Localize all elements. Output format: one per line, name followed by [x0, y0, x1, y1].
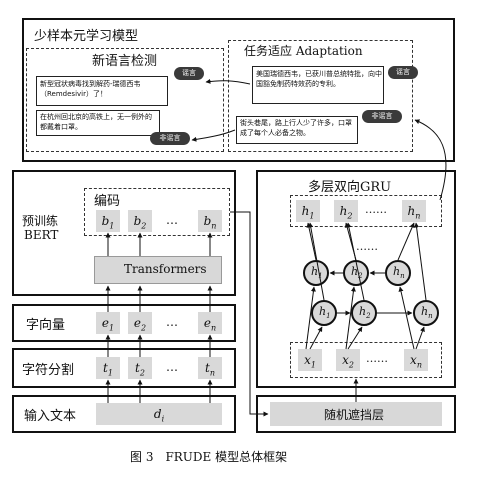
meta-learning-panel — [22, 18, 455, 162]
t-cell-n: tn — [198, 357, 222, 379]
nonrumor-badge-2: 非谣言 — [362, 110, 402, 123]
arrow-x2-b2 — [345, 286, 356, 350]
rumor-note-1 — [36, 76, 168, 106]
arrow-x2-f2 — [347, 326, 363, 350]
arrow-f2-h2 — [346, 222, 365, 301]
new-language-box — [26, 48, 224, 152]
pretrain-label-line2: BERT — [24, 228, 59, 242]
rumor-note-2 — [252, 66, 384, 104]
transformers-label: Transformers — [124, 262, 207, 276]
bert-panel — [12, 170, 236, 296]
rumor-note-2-text: 美国瑞德西韦，已获川普总统特批，向中国豁免制药特效药的专利。 — [256, 70, 382, 88]
gru-node-label-b2: h2 — [351, 265, 363, 281]
h-cell-1: h1 — [296, 200, 320, 222]
gru-node-backward-2 — [343, 260, 369, 286]
arrow-xn-bn — [398, 286, 415, 350]
d-cell: di — [96, 403, 222, 425]
arrow-xn-fn — [415, 326, 425, 350]
input-text-panel — [12, 395, 236, 433]
new-language-title: 新语言检测 — [92, 54, 158, 69]
arrow-adapt-to-detect-1 — [205, 78, 251, 85]
t-cell-2: t2 — [128, 357, 152, 379]
arrow-gru-to-adaptation — [414, 119, 447, 201]
rumor-badge-2: 谣言 — [388, 66, 418, 79]
t-cell-1: t1 — [96, 357, 120, 379]
x-input-box — [290, 342, 442, 378]
e-cell-n: en — [198, 312, 222, 334]
gru-node-forward-n — [413, 300, 439, 326]
gru-node-forward-1 — [311, 300, 337, 326]
x-cell-1: x1 — [298, 349, 322, 371]
gru-node-label-fn: hn — [421, 305, 433, 321]
gru-node-forward-2 — [351, 300, 377, 326]
gru-node-label-f2: h2 — [359, 305, 371, 321]
arrow-x1-b1 — [305, 286, 316, 350]
arrow-bn-hn — [397, 222, 415, 261]
e-ellipsis: … — [166, 315, 178, 329]
h-cell-2: h2 — [334, 200, 358, 222]
nonrumor-note-2 — [236, 116, 358, 144]
transformers-block — [94, 256, 222, 284]
b-cell-1: b1 — [96, 210, 120, 232]
arrow-fn-hn — [414, 222, 427, 301]
gru-node-label-f1: h1 — [319, 305, 331, 321]
x-cell-2: x2 — [336, 349, 360, 371]
e-cell-2: e2 — [128, 312, 152, 334]
random-mask-block — [270, 402, 442, 426]
nonrumor-badge-1: 非谣言 — [150, 132, 190, 145]
rumor-badge-1: 谣言 — [174, 67, 204, 80]
arrow-f1-h1 — [308, 222, 325, 301]
b-ellipsis: … — [166, 213, 178, 227]
rumor-note-1-text: 新型冠状病毒找到解药-瑞德西韦（Remdesivir）了！ — [40, 80, 141, 98]
x-cell-n: xn — [404, 349, 428, 371]
input-text-label: 输入文本 — [24, 409, 77, 424]
h-output-box — [290, 195, 442, 227]
e-cell-1: e1 — [96, 312, 120, 334]
b-cell-2: b2 — [128, 210, 152, 232]
task-adaptation-box — [228, 40, 413, 152]
char-split-label: 字符分割 — [22, 363, 75, 378]
random-mask-label: 随机遮挡层 — [324, 408, 385, 422]
arrow-adapt-to-detect-2 — [191, 129, 236, 142]
nonrumor-note-1 — [36, 110, 160, 136]
b-cell-n: bn — [198, 210, 222, 232]
word-vector-label: 字向量 — [26, 318, 66, 333]
h-ellipsis: …… — [365, 203, 387, 216]
arrow-encoding-to-mask — [230, 211, 269, 417]
gru-node-backward-1 — [303, 260, 329, 286]
char-split-panel — [12, 348, 236, 388]
word-vector-panel — [12, 304, 236, 342]
task-adaptation-title: 任务适应 Adaptation — [244, 44, 363, 58]
gru-node-label-bn: hn — [393, 265, 405, 281]
x-ellipsis: …… — [366, 352, 388, 365]
encoding-label: 编码 — [94, 194, 121, 209]
t-ellipsis: … — [166, 360, 178, 374]
nonrumor-note-1-text: 在杭州回北京的高铁上，无一例外的都戴着口罩。 — [40, 113, 152, 131]
encoding-box — [84, 188, 230, 236]
arrow-x1-f1 — [309, 326, 323, 350]
arrow-b1-h1 — [306, 222, 317, 261]
nonrumor-note-2-text: 街头巷尾，路上行人少了许多，口罩成了每个人必备之物。 — [240, 119, 352, 137]
h-cell-n: hn — [402, 200, 426, 222]
pretrain-label-line1: 预训练 — [22, 214, 59, 228]
gru-title: 多层双向GRU — [308, 180, 392, 195]
gru-node-backward-n — [385, 260, 411, 286]
gru-mid-ellipsis: …… — [356, 240, 378, 253]
figure-caption: 图 3 FRUDE 模型总体框架 — [130, 450, 288, 464]
meta-learning-title: 少样本元学习模型 — [34, 29, 139, 44]
gru-node-label-b1: h1 — [311, 265, 323, 281]
